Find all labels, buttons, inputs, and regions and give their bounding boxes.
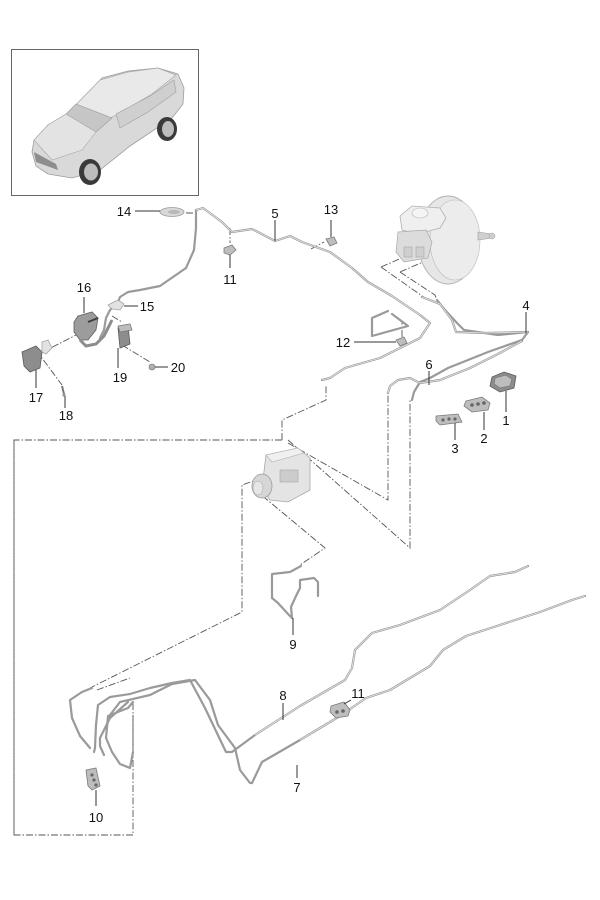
callout-leaders: [35, 210, 527, 806]
callout-14[interactable]: 14: [117, 204, 131, 219]
callout-19[interactable]: 19: [113, 370, 127, 385]
callout-2[interactable]: 2: [480, 431, 487, 446]
part-18-bolt: [61, 385, 66, 397]
brake-lines: [68, 206, 587, 785]
brake-line-8: [92, 564, 530, 754]
part-19-spring-clip: [117, 323, 133, 349]
part-2-clip: [463, 396, 491, 413]
part-10-clip: [85, 767, 101, 791]
callout-12[interactable]: 12: [336, 335, 350, 350]
part-1-bracket: [489, 371, 517, 393]
callout-13[interactable]: 13: [324, 202, 338, 217]
part-15-holder: [107, 299, 125, 311]
part-13-clip: [325, 236, 338, 247]
rear-line-tails: [68, 686, 135, 770]
callout-20[interactable]: 20: [171, 360, 185, 375]
callout-6[interactable]: 6: [425, 357, 432, 372]
abs-hydraulic-unit: [251, 447, 311, 503]
part-11-clip: [223, 244, 237, 256]
brake-line-9: [270, 564, 320, 620]
part-11b-clip: [329, 701, 351, 719]
brake-line-6: [386, 339, 524, 395]
vehicle-thumbnail: [11, 49, 199, 196]
callout-1[interactable]: 1: [502, 413, 509, 428]
callout-9[interactable]: 9: [289, 637, 296, 652]
suv-car-icon: [31, 67, 185, 185]
callout-16[interactable]: 16: [77, 280, 91, 295]
assembly-guide-lines: [13, 212, 438, 836]
part-16-brake-hose: [73, 311, 114, 348]
callout-11[interactable]: 11: [223, 272, 237, 287]
part-12-clip: [395, 336, 408, 347]
part-20-nut: [148, 363, 156, 371]
callout-8[interactable]: 8: [279, 688, 286, 703]
callout-10[interactable]: 10: [89, 810, 103, 825]
callout-labels: 1 2 3 4 5 6 7 8 9 10 11 11 12 13 14 15 1…: [29, 202, 530, 825]
callout-5[interactable]: 5: [271, 206, 278, 221]
callout-17[interactable]: 17: [29, 390, 43, 405]
part-17-bracket: [21, 339, 53, 373]
brake-line-5: [116, 206, 432, 382]
callout-3[interactable]: 3: [451, 441, 458, 456]
brake-booster-master-cylinder: [395, 195, 496, 285]
callout-4[interactable]: 4: [522, 298, 529, 313]
callout-11-rear[interactable]: 11: [351, 686, 365, 701]
part-3-clip: [435, 413, 463, 426]
brake-line-7: [104, 594, 587, 785]
callout-7[interactable]: 7: [293, 780, 300, 795]
part-14-grommet: [159, 207, 185, 217]
callout-15[interactable]: 15: [140, 299, 154, 314]
callout-18[interactable]: 18: [59, 408, 73, 423]
